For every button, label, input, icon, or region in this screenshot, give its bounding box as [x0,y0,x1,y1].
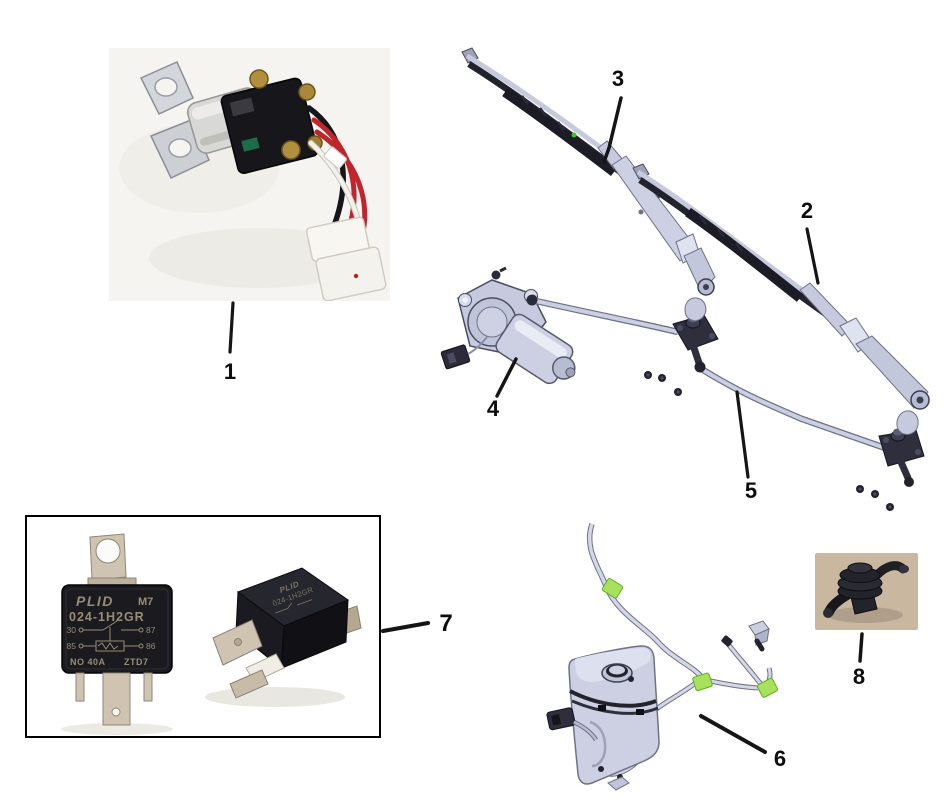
relay-date-code-text: ZTD7 [124,657,149,667]
hose-clips [601,578,779,698]
callout-1[interactable]: 1 [223,359,237,384]
callout-7[interactable]: 7 [439,610,453,637]
valve-body [823,561,909,618]
relay-model-text: M7 [138,596,153,608]
hose-elbow-tip [721,635,733,647]
relay-pins [75,672,153,726]
mounting-bracket-top [139,61,194,115]
relay-schematic [78,620,144,652]
relay-pin85-text: 85 [67,641,77,651]
washer-hose-main [587,523,704,680]
relay-pin30-text: 30 [67,625,77,635]
leader-2 [805,227,820,285]
blade-clips [521,95,565,131]
leader-3 [602,96,623,164]
wiper-motor [440,266,576,385]
relay-part-number-text: 024-1H2GR [69,610,145,624]
tank-strap [569,689,657,708]
wiper-arm-blade-2 [632,163,930,410]
tank-foot [607,776,630,791]
relay-angled-view: PLID 024-1H2GR [205,567,362,707]
pivot-pad-left [684,297,707,322]
blade-rubber-overlay [685,207,804,302]
wiper-linkage [526,294,925,511]
washer-jet [748,620,770,652]
wiper-arm-blade-3 [461,47,716,296]
link-rod-2 [698,366,889,451]
callout-6[interactable]: 6 [773,746,787,771]
green-marker-dot [571,132,577,138]
callout-2[interactable]: 2 [800,198,814,223]
relay-front-view: PLID M7 024-1H2GR 30 87 85 86 [61,533,173,735]
pump-connector [546,707,598,742]
washer-valve-illustration [823,561,909,623]
leader-5 [735,390,750,479]
leader-7 [381,621,430,633]
leader-4 [495,357,518,398]
linkage-nuts [644,371,894,511]
right-pivot [878,428,925,487]
motor-connector [440,336,488,370]
photo-wiper-relay-assembly [109,48,390,301]
blade-clips [699,215,743,252]
wiper-relay-illustration [119,61,387,301]
reservoir-tank [546,645,660,791]
photo-washer-valve [815,553,918,630]
relay-angled-pins [212,619,285,699]
link-rod-1 [535,299,679,334]
center-pivot [672,314,719,373]
relay-pin87-text: 87 [146,625,156,635]
ball-joint-left [526,294,538,306]
cable-tie [323,146,347,169]
white-connector [305,216,387,301]
washer-reservoir-assembly [546,523,779,791]
leader-lines [228,96,864,754]
relay-right-face [281,599,349,669]
relay-rating-text: NO 40A [70,657,106,667]
relay-box: PLID M7 024-1H2GR 30 87 85 86 [25,515,381,738]
relay-brand-text: PLID [76,593,114,609]
arm-lower-2 [855,335,929,409]
relay-pin86-text: 86 [146,641,156,651]
tank-handle-recess [589,720,607,768]
leader-1 [228,301,235,354]
pivot-pad-right [896,410,919,435]
leader-8 [858,632,864,663]
blade-rubber-overlay [502,87,618,176]
callout-8[interactable]: 8 [852,664,866,689]
callout-4[interactable]: 4 [486,396,500,421]
callout-3[interactable]: 3 [611,66,625,91]
motor-can [495,313,576,385]
callout-5[interactable]: 5 [744,478,758,503]
mounting-screw [491,270,501,280]
leader-6 [699,714,767,754]
